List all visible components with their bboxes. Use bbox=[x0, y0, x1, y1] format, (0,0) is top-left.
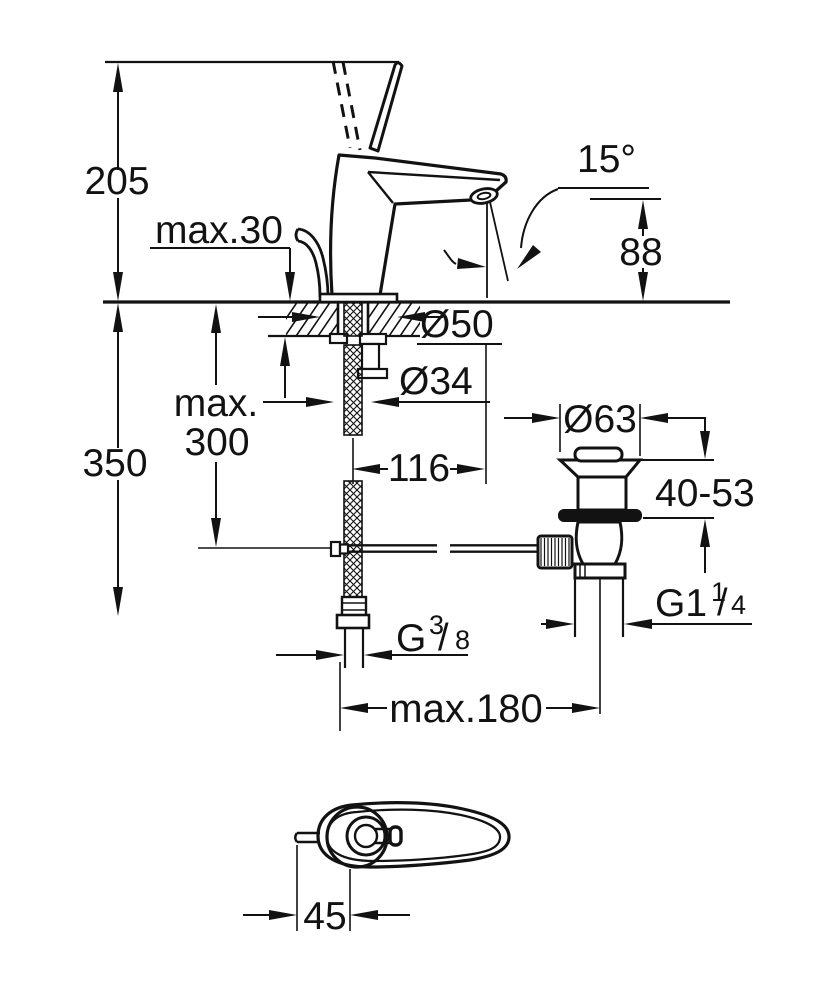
reference-lines bbox=[103, 60, 730, 304]
label-dia34: Ø34 bbox=[399, 360, 473, 403]
seal-ring bbox=[558, 509, 642, 522]
pop-up-rod-hook bbox=[294, 227, 330, 298]
valve-body-lower bbox=[574, 520, 624, 566]
dimension-dia34: Ø34 bbox=[263, 360, 490, 407]
faucet-side-view bbox=[294, 60, 509, 304]
label-45: 45 bbox=[303, 895, 346, 938]
mounting-assembly bbox=[328, 302, 389, 380]
label-g-sub: 8 bbox=[455, 625, 470, 655]
dimension-40-53: 40-53 bbox=[640, 417, 755, 573]
label-300: 300 bbox=[184, 421, 249, 464]
drain-valve bbox=[536, 446, 644, 714]
label-g1: G1 bbox=[655, 582, 707, 625]
dimension-max30: max.30 bbox=[150, 209, 295, 398]
dimension-350: 350 bbox=[82, 303, 148, 616]
dimension-15deg: 15° bbox=[443, 138, 649, 269]
coupling-nut bbox=[573, 562, 627, 580]
label-15deg: 15° bbox=[577, 138, 636, 181]
pop-up-rod bbox=[198, 540, 539, 558]
label-g1-slash: / bbox=[717, 582, 728, 624]
handle-dome-circle bbox=[325, 805, 389, 869]
label-116: 116 bbox=[388, 447, 450, 490]
label-g-slash: / bbox=[438, 617, 449, 659]
label-g1-sub: 4 bbox=[731, 590, 746, 620]
handle-top-view bbox=[294, 801, 511, 869]
flange-cap bbox=[573, 446, 624, 463]
dimension-dia50: Ø50 bbox=[258, 303, 502, 484]
supply-connector bbox=[335, 595, 371, 668]
handle-knob-circle bbox=[353, 823, 379, 849]
label-max: max. bbox=[174, 382, 259, 425]
label-40-53: 40-53 bbox=[655, 472, 755, 515]
label-max30: max.30 bbox=[155, 209, 283, 252]
label-max180: max.180 bbox=[389, 687, 542, 731]
label-g1-sup: 1 bbox=[711, 577, 726, 607]
escutcheon-base bbox=[318, 292, 399, 304]
label-dia50: Ø50 bbox=[420, 303, 494, 346]
lever-dashed-position bbox=[331, 60, 362, 151]
dimension-dia63: Ø63 bbox=[504, 398, 706, 456]
dimension-45: 45 bbox=[243, 845, 410, 938]
stream-angle-line bbox=[489, 201, 509, 282]
supply-hose bbox=[343, 301, 363, 598]
label-g: G bbox=[396, 617, 426, 660]
handle-outline-outer bbox=[316, 801, 511, 869]
label-350: 350 bbox=[82, 442, 147, 485]
flange-plate bbox=[556, 458, 644, 479]
dimension-g1-quarter: G1 1 / 4 bbox=[541, 577, 752, 629]
handle-pin-right bbox=[374, 825, 403, 847]
label-88: 88 bbox=[619, 231, 662, 274]
dimension-205: 205 bbox=[84, 63, 150, 301]
label-g-sup: 3 bbox=[429, 610, 444, 640]
handle-pin-left bbox=[294, 831, 320, 844]
lever-handle bbox=[368, 61, 404, 153]
dimension-g3-eighth: G 3 / 8 bbox=[276, 610, 470, 660]
valve-body-upper bbox=[576, 475, 628, 512]
dimension-88: 88 bbox=[590, 198, 663, 301]
label-dia63: Ø63 bbox=[563, 398, 637, 441]
aerator-outlet bbox=[469, 187, 499, 205]
dimension-116: 116 bbox=[352, 447, 485, 490]
label-205: 205 bbox=[84, 160, 149, 203]
dimension-max300: max. 300 bbox=[174, 304, 259, 547]
faucet-body bbox=[328, 153, 508, 297]
dimension-max180: max.180 bbox=[339, 662, 600, 731]
